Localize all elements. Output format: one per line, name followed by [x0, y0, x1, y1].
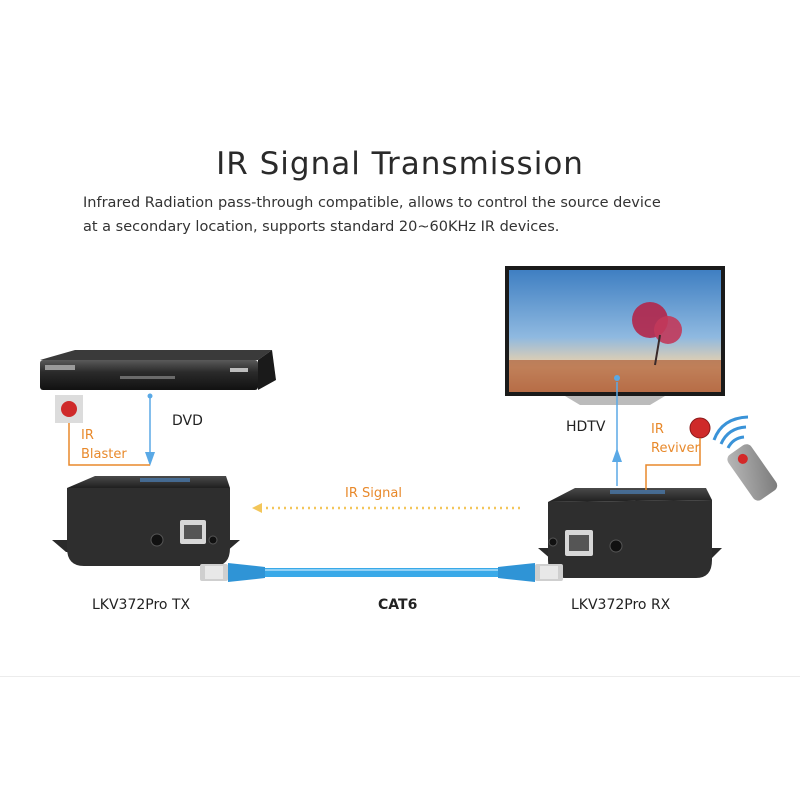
dvd-output-arrow — [145, 393, 155, 466]
tx-extender-icon — [52, 476, 240, 566]
hdtv-label: HDTV — [566, 419, 606, 435]
dvd-label: DVD — [172, 413, 203, 429]
description-line-2: at a secondary location, supports standa… — [83, 219, 560, 235]
cable-label: CAT6 — [378, 597, 418, 613]
diagram-description: Infrared Radiation pass-through compatib… — [83, 191, 743, 239]
rx-extender-icon — [538, 488, 722, 578]
description-line-1: Infrared Radiation pass-through compatib… — [83, 195, 661, 211]
dvd-player-icon — [40, 350, 276, 390]
hdtv-input-arrow — [612, 375, 622, 486]
cat6-cable-icon — [200, 563, 563, 582]
ir-blaster-line — [68, 423, 150, 466]
ir-blaster-icon — [55, 395, 83, 423]
tx-label: LKV372Pro TX — [92, 597, 191, 613]
ir-reviver-line — [645, 438, 701, 490]
hdtv-icon — [505, 266, 725, 405]
ir-reviver-label: IR Reviver — [651, 422, 700, 456]
remote-control-icon — [712, 415, 778, 501]
rx-label: LKV372Pro RX — [571, 597, 671, 613]
ir-signal-label: IR Signal — [345, 486, 402, 501]
ir-blaster-label: IR Blaster — [81, 428, 127, 462]
diagram-title: IR Signal Transmission — [216, 146, 584, 182]
divider — [0, 676, 800, 677]
ir-signal-arrow — [252, 503, 520, 513]
